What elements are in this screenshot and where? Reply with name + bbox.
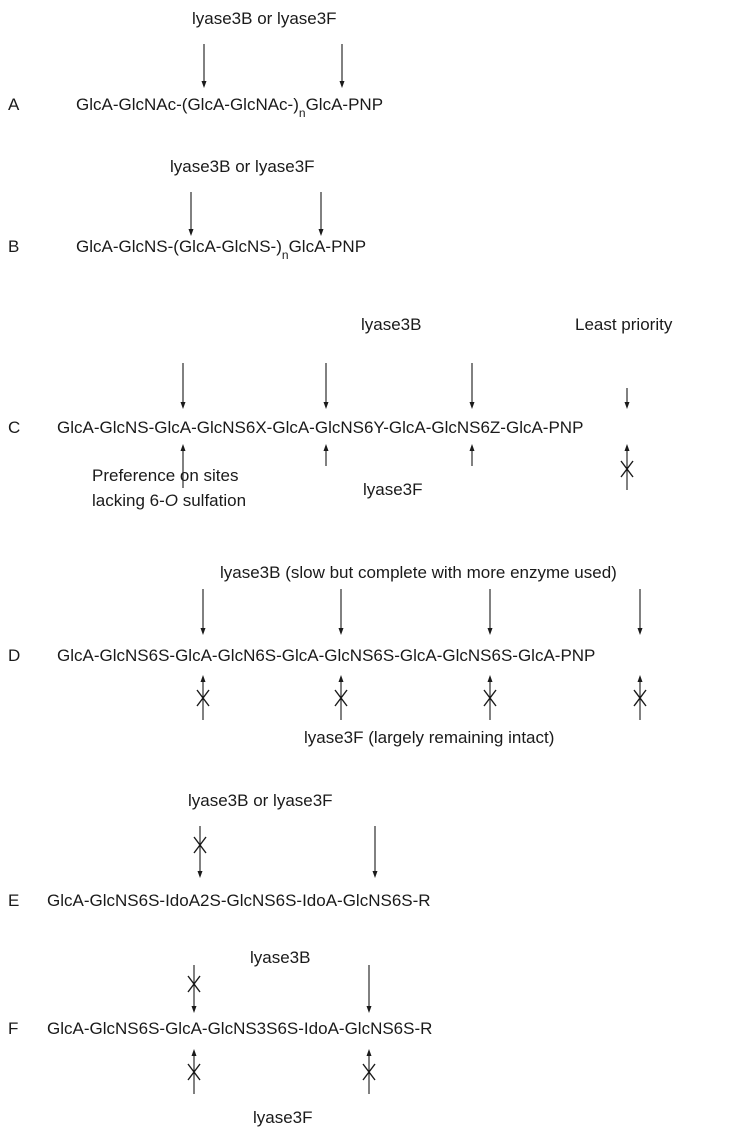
sequence-b-subscript: n xyxy=(282,248,289,262)
sequence-b: GlcA-GlcNS-(GlcA-GlcNS-)nGlcA-PNP xyxy=(76,237,366,262)
sequence-a-subscript: n xyxy=(299,106,306,120)
panel-a: A lyase3B or lyase3F GlcA-GlcNAc-(GlcA-G… xyxy=(8,9,383,120)
panel-label-b: B xyxy=(8,237,19,256)
down-arrow xyxy=(201,44,207,88)
blocked-mark xyxy=(196,689,210,707)
annotation-lacking-text: lacking 6- xyxy=(92,491,165,510)
annotation-o-italic: O xyxy=(165,491,178,510)
sequence-b-main: GlcA-GlcNS-(GlcA-GlcNS-) xyxy=(76,237,282,256)
panel-label-f: F xyxy=(8,1019,18,1038)
annotation-lyase3b-slow-but-complete: lyase3B (slow but complete with more enz… xyxy=(220,563,617,582)
annotation-lyase3f-largely-intact: lyase3F (largely remaining intact) xyxy=(304,728,554,747)
up-arrow xyxy=(191,1049,197,1094)
blocked-mark xyxy=(193,836,207,854)
panel-label-c: C xyxy=(8,418,20,437)
blocked-mark xyxy=(633,689,647,707)
up-arrow xyxy=(366,1049,372,1094)
up-arrow xyxy=(338,675,344,720)
down-arrow xyxy=(191,965,197,1013)
down-arrow xyxy=(318,192,324,236)
panel-f: F lyase3B GlcA-GlcNS6S-GlcA-GlcNS3S6S-Id… xyxy=(8,948,432,1127)
sequence-d: GlcA-GlcNS6S-GlcA-GlcN6S-GlcA-GlcNS6S-Gl… xyxy=(57,646,595,665)
down-arrow xyxy=(197,826,203,878)
up-arrow xyxy=(180,444,186,488)
down-arrow xyxy=(637,589,643,635)
blocked-mark xyxy=(187,1063,201,1081)
panel-c: C lyase3B Least priority GlcA-GlcNS-GlcA… xyxy=(8,315,673,510)
annotation-preference-on-sites: Preference on sites xyxy=(92,466,238,485)
up-arrow xyxy=(323,444,329,466)
annotation-lyase3f-c: lyase3F xyxy=(363,480,423,499)
blocked-mark xyxy=(620,460,634,478)
down-arrow xyxy=(200,589,206,635)
annotation-lyase3b-or-lyase3f-e: lyase3B or lyase3F xyxy=(188,791,333,810)
sequence-a-main: GlcA-GlcNAc-(GlcA-GlcNAc-) xyxy=(76,95,299,114)
up-arrow xyxy=(469,444,475,466)
blocked-mark xyxy=(334,689,348,707)
sequence-b-tail: GlcA-PNP xyxy=(289,237,366,256)
down-arrow xyxy=(624,388,630,409)
sequence-a: GlcA-GlcNAc-(GlcA-GlcNAc-)nGlcA-PNP xyxy=(76,95,383,120)
up-arrow xyxy=(200,675,206,720)
down-arrow xyxy=(366,965,372,1013)
annotation-lyase3b-or-lyase3f-a: lyase3B or lyase3F xyxy=(192,9,337,28)
sequence-f: GlcA-GlcNS6S-GlcA-GlcNS3S6S-IdoA-GlcNS6S… xyxy=(47,1019,432,1038)
annotation-lyase3b-c: lyase3B xyxy=(361,315,421,334)
down-arrow xyxy=(372,826,378,878)
down-arrow xyxy=(323,363,329,409)
annotation-lyase3f-f: lyase3F xyxy=(253,1108,313,1127)
sequence-c: GlcA-GlcNS-GlcA-GlcNS6X-GlcA-GlcNS6Y-Glc… xyxy=(57,418,583,437)
down-arrow xyxy=(180,363,186,409)
down-arrow xyxy=(469,363,475,409)
annotation-lyase3b-f: lyase3B xyxy=(250,948,310,967)
down-arrow xyxy=(487,589,493,635)
annotation-least-priority: Least priority xyxy=(575,315,673,334)
sequence-e: GlcA-GlcNS6S-IdoA2S-GlcNS6S-IdoA-GlcNS6S… xyxy=(47,891,431,910)
panel-label-a: A xyxy=(8,95,20,114)
panel-e: E lyase3B or lyase3F GlcA-GlcNS6S-IdoA2S… xyxy=(8,791,431,910)
down-arrow xyxy=(338,589,344,635)
annotation-lyase3b-or-lyase3f-b: lyase3B or lyase3F xyxy=(170,157,315,176)
sequence-a-tail: GlcA-PNP xyxy=(306,95,383,114)
panel-label-d: D xyxy=(8,646,20,665)
blocked-mark xyxy=(187,975,201,993)
panel-d: D lyase3B (slow but complete with more e… xyxy=(8,563,647,747)
blocked-mark xyxy=(362,1063,376,1081)
up-arrow xyxy=(487,675,493,720)
annotation-lacking-6-o-sulfation: lacking 6-O sulfation xyxy=(92,491,246,510)
annotation-sulfation-text: sulfation xyxy=(178,491,246,510)
panel-label-e: E xyxy=(8,891,19,910)
down-arrow xyxy=(339,44,345,88)
blocked-mark xyxy=(483,689,497,707)
down-arrow xyxy=(188,192,194,236)
panel-b: B lyase3B or lyase3F GlcA-GlcNS-(GlcA-Gl… xyxy=(8,157,366,262)
up-arrow xyxy=(637,675,643,720)
